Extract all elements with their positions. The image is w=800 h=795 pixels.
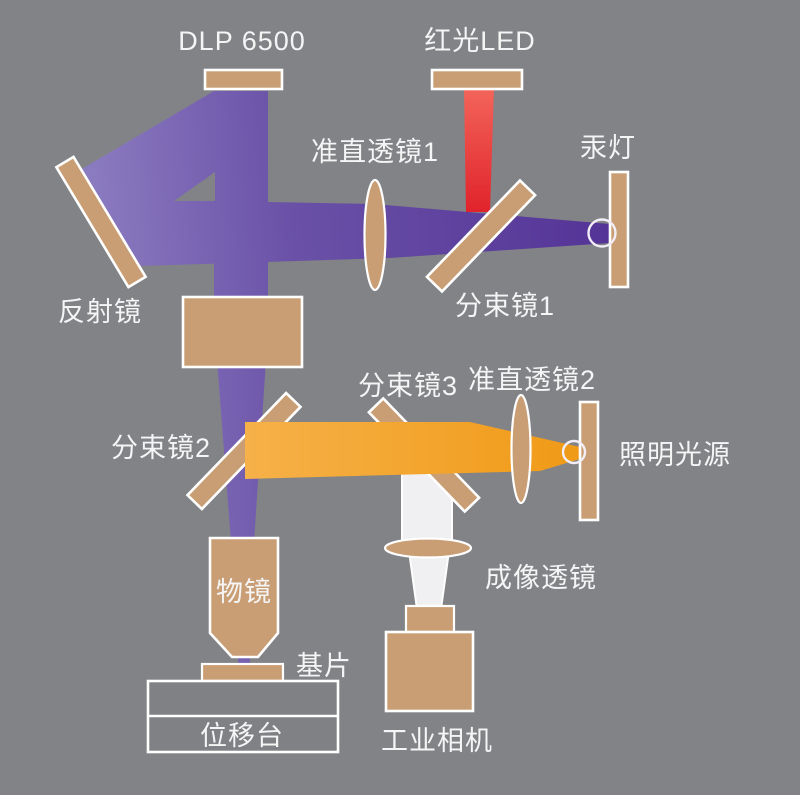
illumination-source-body (578, 400, 600, 522)
collimating-lens-2 (510, 393, 532, 505)
label-illumination-source: 照明光源 (619, 440, 731, 470)
label-collimating-lens-1: 准直透镜1 (311, 137, 439, 167)
uv-beam-group (80, 91, 610, 668)
label-beam-splitter-3: 分束镜3 (358, 371, 458, 401)
illumination-beam (245, 422, 580, 479)
label-industrial-camera: 工业相机 (381, 726, 493, 756)
projection-relay-box (181, 295, 304, 369)
red-led-source (430, 68, 524, 91)
label-beam-splitter-2: 分束镜2 (111, 433, 211, 463)
imaging-lens (383, 537, 473, 559)
label-red-led: 红光LED (424, 26, 536, 56)
label-dlp-6500: DLP 6500 (178, 26, 306, 56)
label-translation-stage: 位移台 (200, 721, 284, 751)
illumination-source-bulb-icon (561, 439, 587, 465)
camera-mount (404, 604, 456, 635)
reflector-mirror (54, 155, 148, 289)
label-reflector: 反射镜 (58, 297, 142, 327)
label-mercury-lamp: 汞灯 (580, 133, 636, 163)
uv-beam-main (80, 91, 610, 266)
label-imaging-lens: 成像透镜 (485, 563, 597, 593)
mercury-lamp-body (608, 170, 630, 289)
dmd-chip (203, 68, 284, 91)
mercury-lamp-bulb-icon (587, 218, 617, 248)
substrate-chip (200, 662, 285, 683)
beam-splitter-1 (425, 178, 537, 294)
imaging-beam-cone (407, 550, 451, 610)
label-substrate: 基片 (296, 651, 352, 681)
objective-lens-body (208, 536, 280, 659)
camera-body (384, 630, 475, 713)
uv-beam-column-upper (214, 248, 268, 302)
label-objective-lens: 物镜 (216, 577, 272, 607)
red-led-beam (464, 88, 494, 212)
label-collimating-lens-2: 准直透镜2 (468, 365, 596, 395)
collimating-lens-1 (363, 178, 387, 292)
label-beam-splitter-1: 分束镜1 (455, 291, 555, 321)
